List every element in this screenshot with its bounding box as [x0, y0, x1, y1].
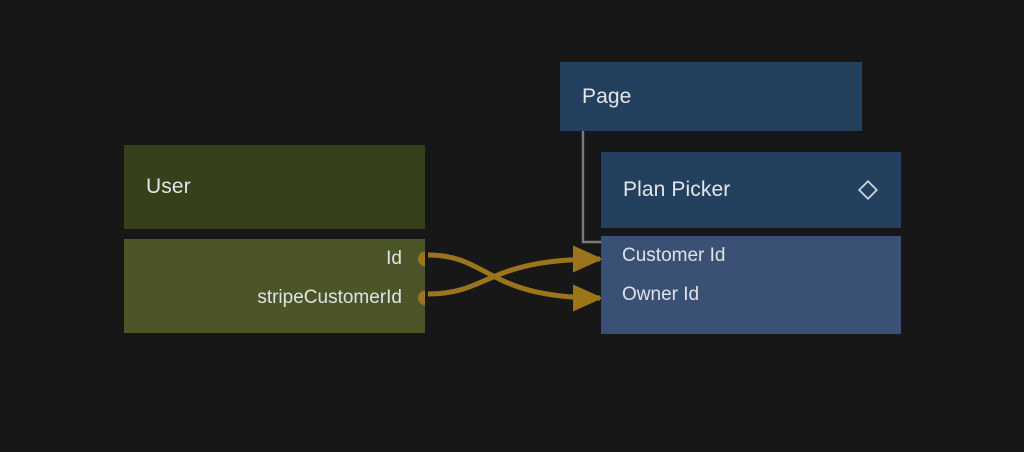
node-plan-picker-title: Plan Picker: [623, 178, 731, 201]
field-row-user-id[interactable]: Id: [124, 239, 425, 278]
edge-user-stripecustomerid-to-customer-id: [427, 245, 603, 297]
field-label-owner-id: Owner Id: [622, 283, 700, 305]
edge-page-to-plan-picker: [581, 131, 601, 244]
port-dot-user-stripecustomerid[interactable]: [418, 290, 425, 305]
edge-user-id-to-owner-id: [427, 252, 603, 312]
node-page-header[interactable]: Page: [560, 62, 862, 131]
field-label-user-stripecustomerid: stripeCustomerId: [257, 286, 402, 308]
field-label-user-id: Id: [386, 247, 402, 269]
node-plan-picker-body: Customer Id Owner Id: [601, 236, 901, 334]
field-row-customer-id[interactable]: Customer Id: [601, 236, 901, 275]
node-page[interactable]: Page: [560, 62, 862, 131]
field-label-customer-id: Customer Id: [622, 244, 726, 266]
node-user-title: User: [146, 175, 191, 198]
node-user-body: Id stripeCustomerId: [124, 239, 425, 333]
field-row-user-stripecustomerid[interactable]: stripeCustomerId: [124, 278, 425, 317]
port-dot-user-id[interactable]: [418, 251, 425, 266]
node-plan-picker-header[interactable]: Plan Picker: [601, 152, 901, 228]
node-user-header[interactable]: User: [124, 145, 425, 229]
node-plan-picker[interactable]: Plan Picker Customer Id Owner Id: [601, 152, 901, 334]
field-row-owner-id[interactable]: Owner Id: [601, 275, 901, 314]
diamond-icon[interactable]: [857, 179, 879, 201]
node-page-title: Page: [582, 84, 632, 108]
node-user[interactable]: User Id stripeCustomerId: [124, 145, 425, 333]
